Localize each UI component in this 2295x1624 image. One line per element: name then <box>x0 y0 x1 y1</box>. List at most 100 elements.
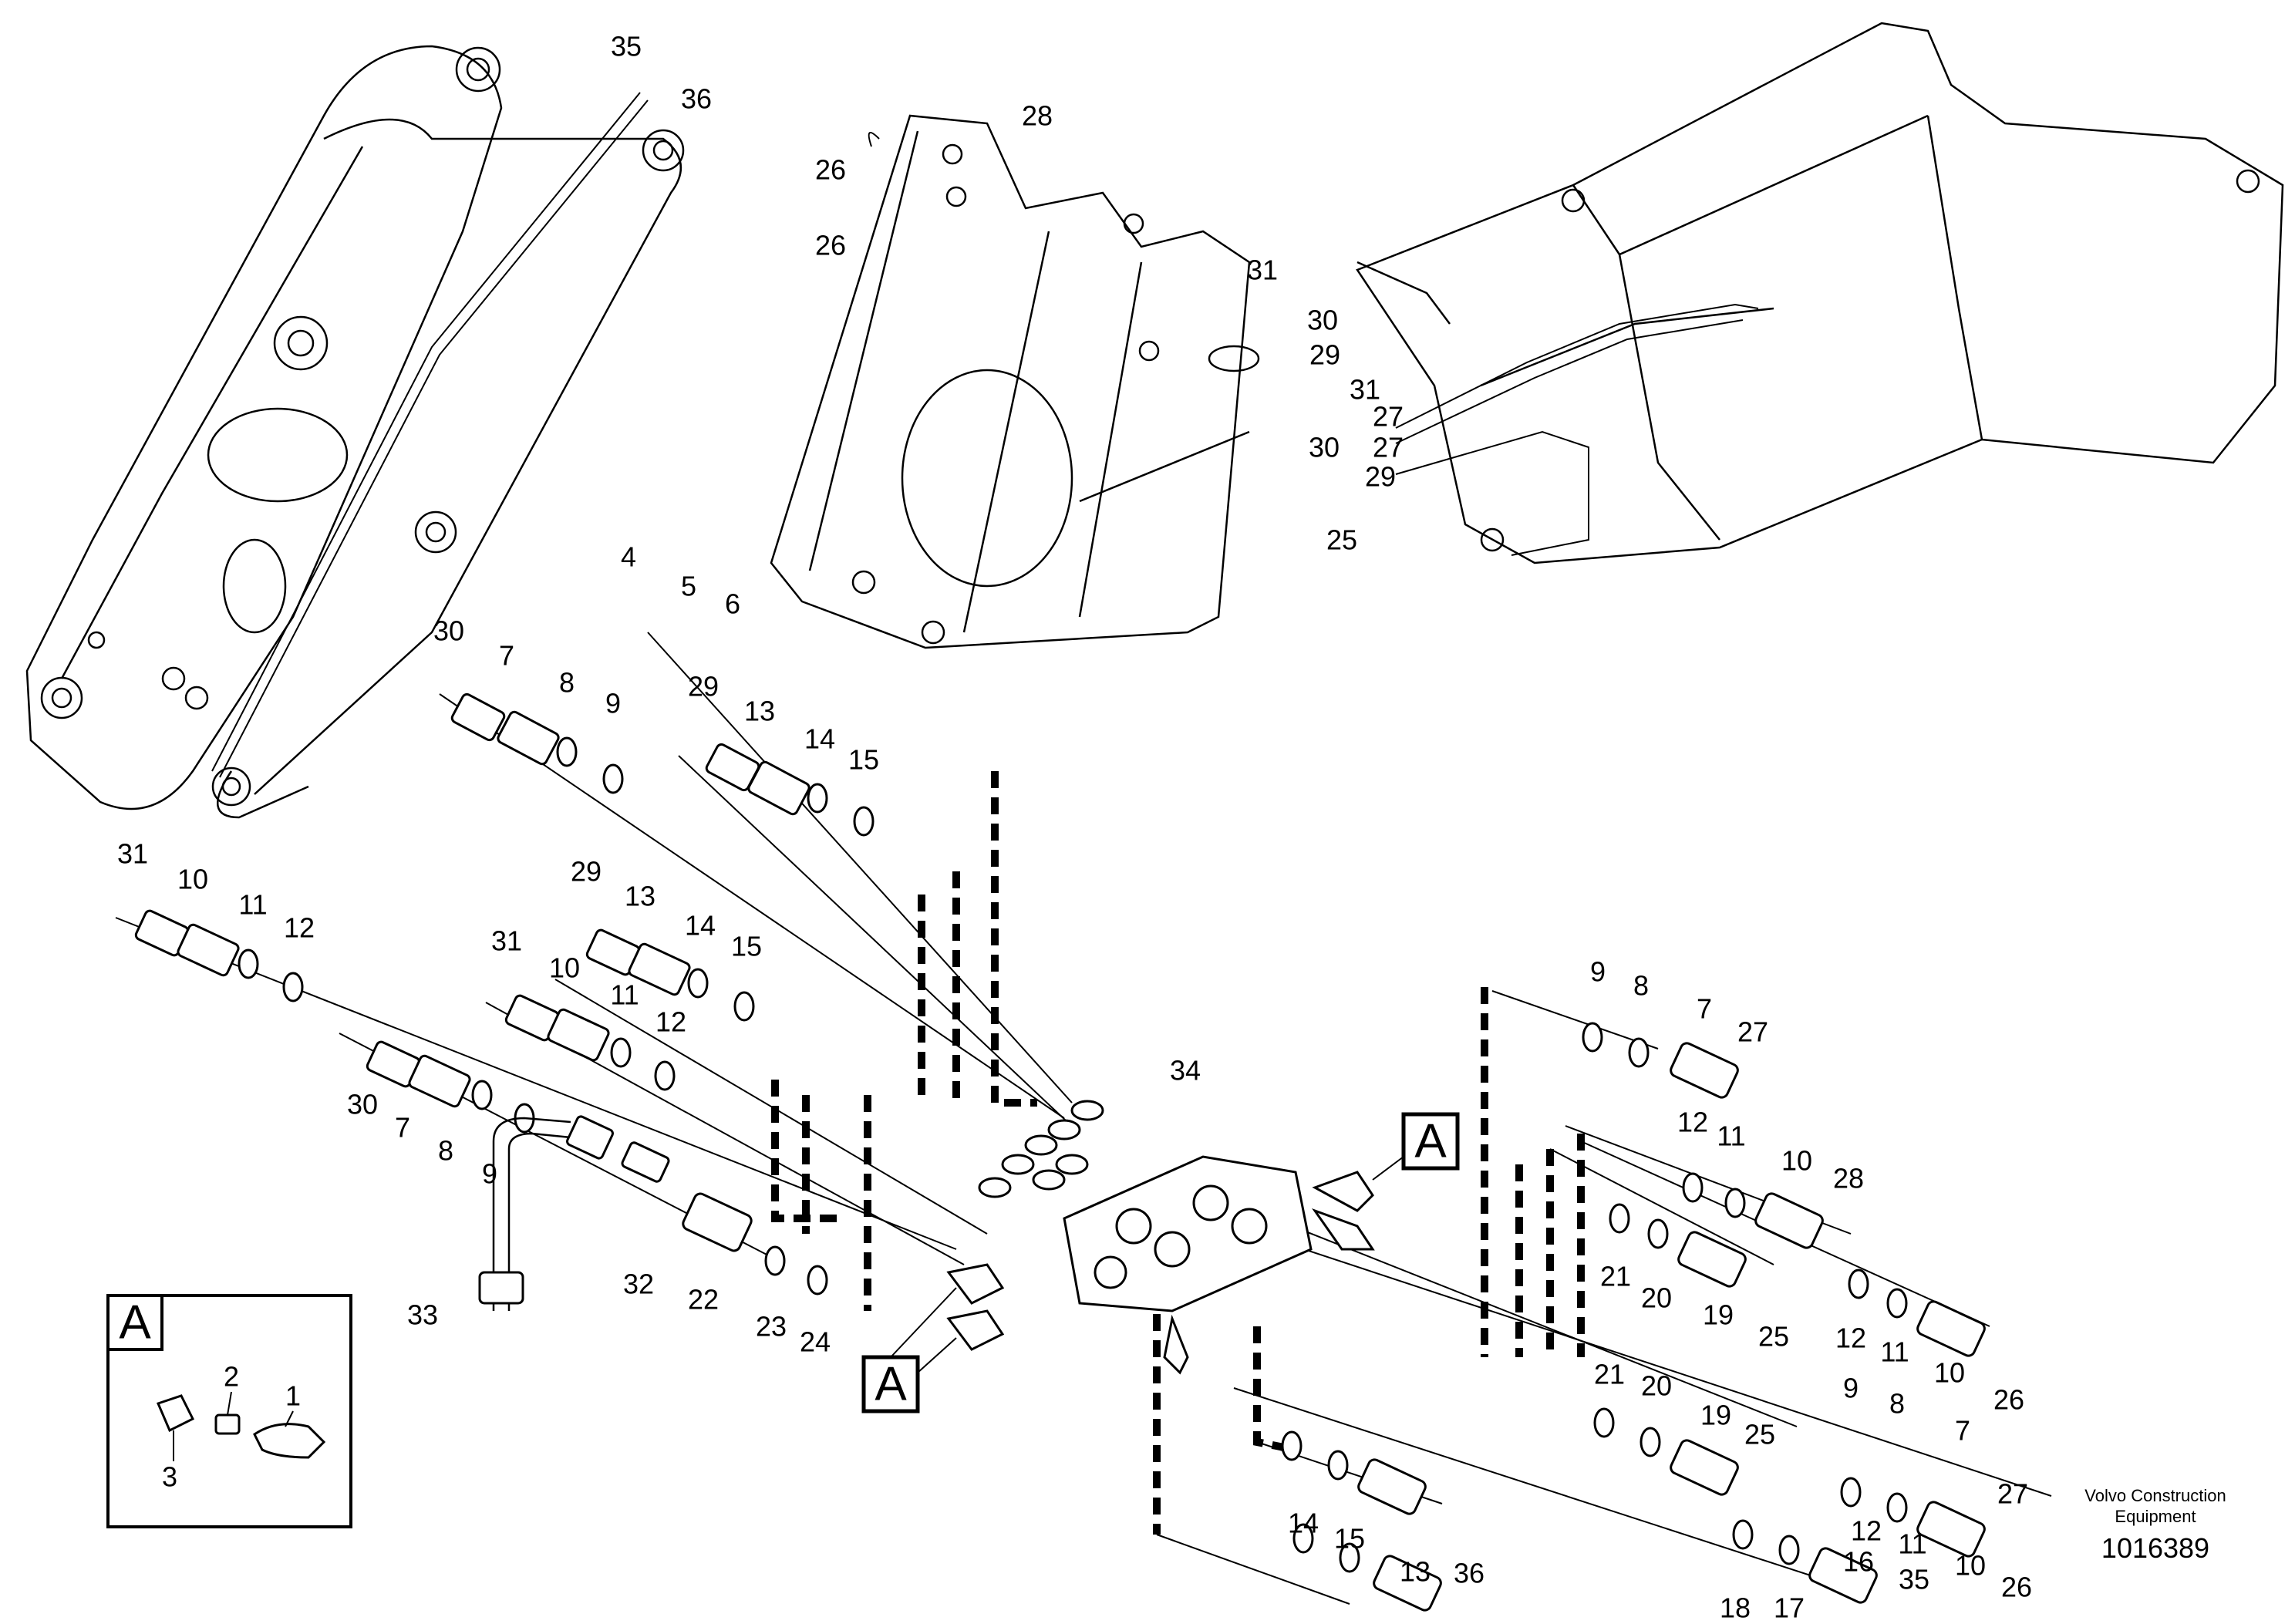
part-number-label: 29 <box>1365 461 1396 493</box>
part-number-label: 9 <box>1843 1373 1859 1404</box>
part-number-label: 21 <box>1594 1359 1625 1390</box>
part-number-label: 30 <box>1307 305 1338 336</box>
part-number-label: 7 <box>499 640 514 672</box>
part-number-label: 12 <box>1677 1107 1708 1138</box>
part-number-label: 23 <box>756 1311 787 1343</box>
detail-label-1: 1 <box>285 1380 301 1412</box>
part-number-label: 30 <box>1309 432 1340 463</box>
part-number-label: 29 <box>571 856 602 888</box>
part-number-label: 10 <box>1955 1550 1986 1582</box>
part-number-label: 10 <box>1781 1145 1812 1177</box>
part-number-label: 17 <box>1774 1592 1805 1624</box>
part-number-label: 27 <box>1373 401 1404 433</box>
part-number-label: 7 <box>1955 1415 1970 1447</box>
brand-line-1: Volvo Construction <box>2084 1486 2226 1505</box>
part-number-label: 6 <box>725 588 740 620</box>
callout-a-label-lower: A <box>875 1358 907 1411</box>
part-number-label: 29 <box>1309 339 1340 371</box>
part-number-label: 12 <box>655 1006 686 1038</box>
part-number-label: 26 <box>815 230 846 261</box>
part-number-label: 14 <box>804 723 835 755</box>
part-number-label: 14 <box>685 910 716 942</box>
doc-number: 1016389 <box>2101 1532 2209 1564</box>
part-number-label: 11 <box>1880 1336 1909 1368</box>
rear-frame-drawing <box>1356 22 2284 564</box>
part-number-label: 18 <box>1720 1592 1751 1624</box>
part-number-label: 15 <box>848 744 879 776</box>
part-number-label: 11 <box>238 889 267 921</box>
part-number-label: 8 <box>438 1135 453 1167</box>
part-number-label: 26 <box>815 154 846 186</box>
front-frame-drawing <box>770 114 1260 649</box>
part-number-label: 35 <box>611 31 642 62</box>
part-number-label: 31 <box>491 925 522 957</box>
detail-label-3: 3 <box>162 1461 177 1493</box>
part-number-label: 36 <box>681 83 712 115</box>
part-number-label: 33 <box>407 1299 438 1331</box>
part-number-label: 35 <box>1899 1564 1929 1595</box>
part-number-label: 36 <box>1454 1558 1485 1589</box>
lift-arm-drawing <box>25 45 685 819</box>
detail-label-2: 2 <box>224 1361 239 1393</box>
distribution-block <box>946 1155 1375 1375</box>
part-number-label: 31 <box>1350 374 1380 406</box>
part-number-label: 20 <box>1641 1370 1672 1402</box>
part-number-label: 10 <box>549 952 580 984</box>
part-number-label: 7 <box>395 1112 410 1144</box>
brand-block: Volvo Construction Equipment 1016389 <box>2084 1486 2226 1564</box>
part-number-label: 13 <box>744 696 775 727</box>
part-number-label: 26 <box>1993 1384 2024 1416</box>
part-number-label: 15 <box>1334 1523 1365 1555</box>
part-number-label: 13 <box>625 881 655 912</box>
part-number-label: 9 <box>605 688 621 719</box>
part-number-label: 29 <box>688 671 719 702</box>
part-number-label: 13 <box>1400 1556 1431 1588</box>
part-number-label: 11 <box>610 979 639 1011</box>
part-number-label: 11 <box>1717 1120 1745 1152</box>
callout-a-label: A <box>1414 1115 1447 1168</box>
part-number-label: 4 <box>621 541 636 573</box>
part-number-label: 31 <box>1247 254 1278 286</box>
callout-a-upper: A <box>1372 1112 1460 1181</box>
part-number-label: 5 <box>681 571 696 602</box>
part-number-label: 27 <box>1737 1016 1768 1048</box>
part-number-label: 15 <box>731 931 762 962</box>
part-number-label: 28 <box>1022 100 1053 132</box>
part-number-label: 27 <box>1373 432 1404 463</box>
part-number-label: 14 <box>1288 1508 1319 1539</box>
part-number-label: 31 <box>117 838 148 870</box>
detail-box-title: A <box>119 1296 151 1349</box>
part-number-label: 25 <box>1744 1419 1775 1450</box>
part-number-label: 26 <box>2001 1572 2032 1603</box>
part-number-label: 16 <box>1843 1546 1874 1578</box>
part-number-label: 12 <box>284 912 315 944</box>
part-number-label: 12 <box>1851 1515 1882 1547</box>
part-number-label: 24 <box>800 1326 831 1358</box>
part-number-label: 9 <box>482 1158 497 1190</box>
part-number-label: 8 <box>1889 1388 1905 1420</box>
part-number-label: 22 <box>688 1284 719 1316</box>
part-number-label: 10 <box>177 864 208 895</box>
part-number-label: 11 <box>1898 1528 1926 1560</box>
part-number-label: 27 <box>1997 1478 2028 1510</box>
part-number-label: 25 <box>1758 1321 1789 1353</box>
part-number-label: 7 <box>1697 993 1712 1025</box>
part-number-label: 34 <box>1170 1055 1201 1087</box>
part-number-label: 20 <box>1641 1282 1672 1314</box>
part-number-label: 19 <box>1703 1299 1734 1331</box>
part-number-label: 30 <box>433 615 464 647</box>
part-number-label: 9 <box>1590 956 1606 988</box>
part-number-label: 8 <box>559 667 575 699</box>
part-number-label: 28 <box>1833 1163 1864 1194</box>
callout-a-lower: A <box>861 1287 957 1413</box>
part-number-label: 8 <box>1633 970 1649 1002</box>
brand-line-2: Equipment <box>2115 1507 2196 1526</box>
part-number-label: 21 <box>1600 1261 1631 1292</box>
part-labels: 3536282626313029313025272729456307892913… <box>117 31 2032 1624</box>
part-number-label: 25 <box>1326 524 1357 556</box>
hose-routing-dashes <box>771 771 1585 1535</box>
detail-box-a: A 1 2 3 <box>106 1294 352 1528</box>
part-number-label: 19 <box>1700 1400 1731 1431</box>
part-number-label: 32 <box>623 1269 654 1300</box>
